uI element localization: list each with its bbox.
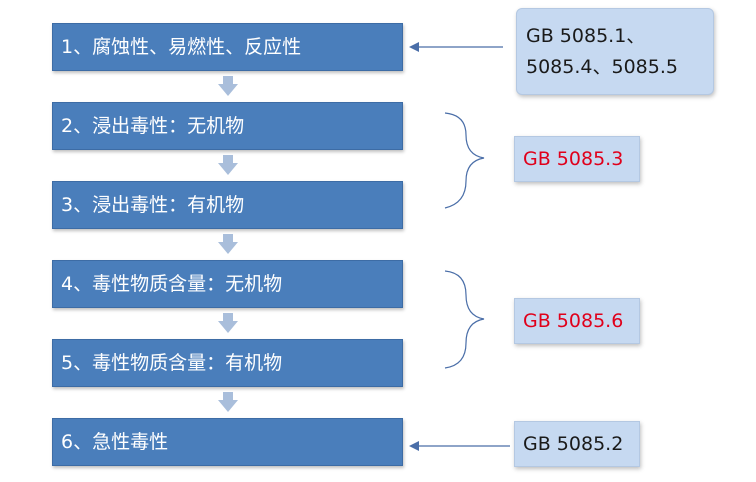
standard-box-3: GB 5085.6 xyxy=(514,298,640,344)
flow-arrow-5-6 xyxy=(218,392,238,412)
standard-box-4: GB 5085.2 xyxy=(514,421,640,467)
step-1-box: 1、腐蚀性、易燃性、反应性 xyxy=(52,23,403,71)
step-5-label: 5、毒性物质含量：有机物 xyxy=(61,352,283,374)
standard-1-line-1: GB 5085.1、 xyxy=(526,25,646,47)
step-2-label: 2、浸出毒性：无机物 xyxy=(61,115,245,137)
step-3-box: 3、浸出毒性：有机物 xyxy=(52,181,403,229)
standard-1-line-2: 5085.4、5085.5 xyxy=(526,56,678,78)
flow-arrow-1-2 xyxy=(218,76,238,96)
standard-2-label: GB 5085.3 xyxy=(523,148,624,170)
step-6-box: 6、急性毒性 xyxy=(52,418,403,466)
flow-arrow-3-4 xyxy=(218,234,238,254)
brace-steps-4-5 xyxy=(444,270,485,369)
standard-box-2: GB 5085.3 xyxy=(514,136,640,182)
step-6-label: 6、急性毒性 xyxy=(61,431,169,453)
step-4-label: 4、毒性物质含量：无机物 xyxy=(61,273,283,295)
standard-3-label: GB 5085.6 xyxy=(523,310,624,332)
flow-arrow-4-5 xyxy=(218,313,238,333)
step-5-box: 5、毒性物质含量：有机物 xyxy=(52,339,403,387)
step-1-label: 1、腐蚀性、易燃性、反应性 xyxy=(61,36,302,58)
standard-4-label: GB 5085.2 xyxy=(523,433,624,455)
step-3-label: 3、浸出毒性：有机物 xyxy=(61,194,245,216)
flow-arrow-2-3 xyxy=(218,155,238,175)
standard-box-1: GB 5085.1、 5085.4、5085.5 xyxy=(516,8,714,95)
step-2-box: 2、浸出毒性：无机物 xyxy=(52,102,403,150)
brace-steps-2-3 xyxy=(444,112,485,209)
step-4-box: 4、毒性物质含量：无机物 xyxy=(52,260,403,308)
